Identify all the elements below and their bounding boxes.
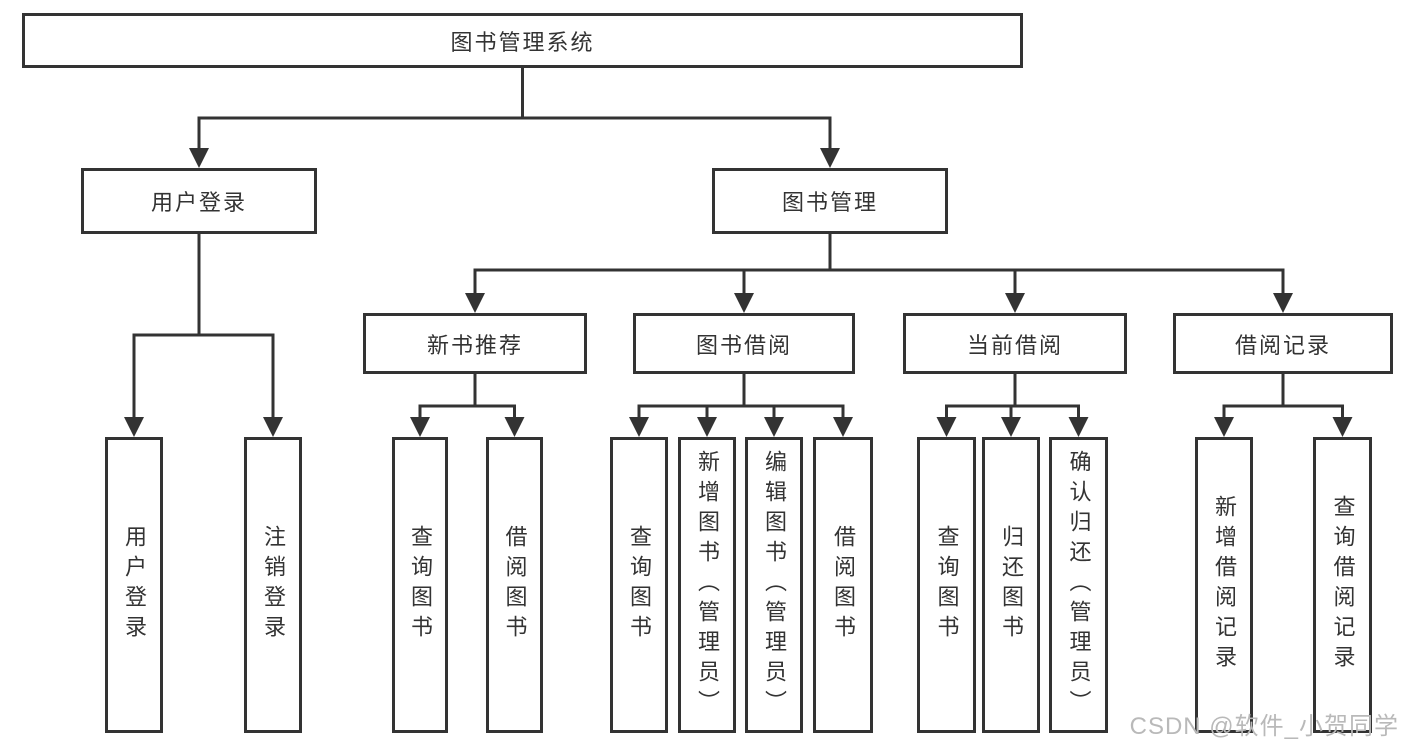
node-query-books-borrowing: 查询图书: [610, 437, 668, 733]
watermark-text: CSDN @软件_小贺同学: [1129, 713, 1399, 740]
arrowhead-icon: [697, 417, 717, 437]
arrowhead-icon: [1214, 417, 1234, 437]
node-borrow-books-recommend: 借阅图书: [486, 437, 543, 733]
node-label-current-borrowing: 当前借阅: [966, 332, 1063, 358]
node-label-query-books-recommend: 查询图书: [408, 525, 433, 645]
arrowhead-icon: [465, 293, 485, 313]
arrowhead-icon: [1068, 417, 1089, 437]
node-label-borrow-books-recommend: 借阅图书: [502, 525, 528, 645]
node-new-book-recommend: 新书推荐: [363, 313, 587, 374]
node-label-edit-books-admin: 编辑图书（管理员）: [762, 450, 787, 720]
node-label-confirm-return-admin: 确认归还（管理员）: [1066, 450, 1092, 720]
node-label-add-borrow-record: 新增借阅记录: [1212, 495, 1237, 675]
node-label-user-login: 用户登录: [150, 190, 247, 215]
arrowhead-icon: [734, 293, 754, 313]
node-user-login: 用户登录: [81, 168, 317, 234]
node-borrow-books-borrowing: 借阅图书: [813, 437, 873, 733]
node-book-borrowing: 图书借阅: [633, 313, 855, 374]
node-label-user-login-action: 用户登录: [122, 525, 147, 645]
node-label-query-books-borrowing: 查询图书: [627, 525, 652, 645]
node-label-book-management: 图书管理: [781, 190, 878, 215]
arrowhead-icon: [189, 148, 209, 168]
node-query-borrow-record: 查询借阅记录: [1313, 437, 1372, 733]
arrowhead-icon: [410, 417, 430, 437]
arrowhead-icon: [936, 417, 957, 437]
node-label-book-borrowing: 图书借阅: [695, 332, 792, 358]
node-user-login-action: 用户登录: [105, 437, 163, 733]
node-label-add-books-admin: 新增图书（管理员）: [695, 450, 720, 720]
node-query-books-current: 查询图书: [917, 437, 976, 733]
node-root: 图书管理系统: [22, 13, 1023, 68]
arrowhead-icon: [764, 417, 784, 437]
arrowhead-icon: [833, 417, 853, 437]
node-label-root: 图书管理系统: [450, 29, 595, 55]
arrowhead-icon: [629, 417, 649, 437]
arrowhead-icon: [1273, 293, 1293, 313]
node-confirm-return-admin: 确认归还（管理员）: [1049, 437, 1108, 733]
arrowhead-icon: [1001, 417, 1021, 437]
node-current-borrowing: 当前借阅: [903, 313, 1127, 374]
node-add-books-admin: 新增图书（管理员）: [678, 437, 736, 733]
arrowhead-icon: [263, 417, 283, 437]
node-label-query-books-current: 查询图书: [934, 525, 960, 645]
arrowhead-icon: [1332, 417, 1353, 437]
node-label-borrow-books-borrowing: 借阅图书: [831, 525, 856, 645]
node-logout: 注销登录: [244, 437, 302, 733]
arrowhead-icon: [124, 417, 144, 437]
node-edit-books-admin: 编辑图书（管理员）: [745, 437, 803, 733]
node-label-new-book-recommend: 新书推荐: [426, 332, 523, 358]
node-add-borrow-record: 新增借阅记录: [1195, 437, 1253, 733]
node-label-query-borrow-record: 查询借阅记录: [1330, 495, 1356, 675]
arrowhead-icon: [820, 148, 840, 168]
node-label-borrowing-records: 借阅记录: [1234, 332, 1331, 358]
node-label-logout: 注销登录: [261, 525, 286, 645]
node-book-management: 图书管理: [712, 168, 948, 234]
node-query-books-recommend: 查询图书: [392, 437, 448, 733]
arrowhead-icon: [504, 417, 525, 437]
node-label-return-books: 归还图书: [999, 525, 1024, 645]
node-return-books: 归还图书: [982, 437, 1040, 733]
node-borrowing-records: 借阅记录: [1173, 313, 1393, 374]
arrowhead-icon: [1005, 293, 1025, 313]
